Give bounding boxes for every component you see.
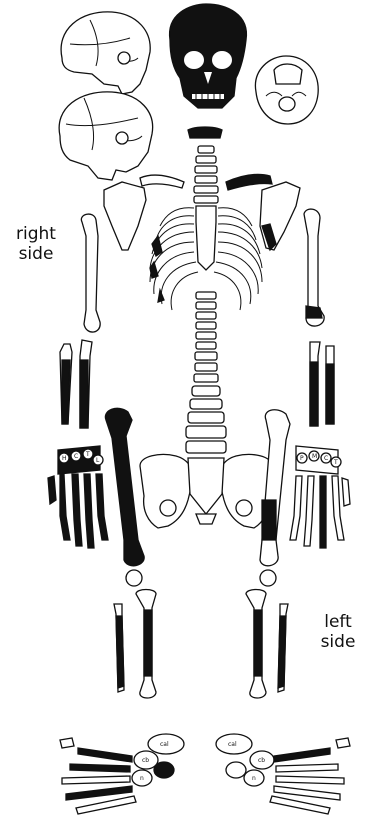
foot-right-label-cb: cb	[142, 757, 149, 764]
skull-lateral-upper	[61, 12, 150, 94]
hand-right-label-t: T	[85, 451, 90, 458]
right-side-label-word2: side	[6, 244, 66, 264]
mandible-fragment	[188, 127, 222, 138]
left-side-label-word1: left	[308, 612, 368, 632]
foot-left-label-cal: cal	[228, 741, 237, 748]
scapula-right	[104, 182, 146, 250]
right-side-label: right side	[6, 224, 66, 264]
hand-right: H C T L	[48, 446, 108, 548]
left-side-label: left side	[308, 612, 368, 652]
clavicle-right	[140, 175, 184, 188]
patella-right	[126, 570, 142, 586]
left-side-label-word2: side	[308, 632, 368, 652]
foot-left-label-n: n	[252, 775, 256, 782]
patella-left	[260, 570, 276, 586]
skull-lateral-lower	[59, 92, 152, 180]
humerus-right	[81, 214, 100, 332]
hand-left-label-c: C	[324, 455, 328, 462]
hand-left-label-t: T	[333, 459, 338, 466]
vertebral-column	[186, 146, 226, 453]
femur-right	[105, 408, 144, 565]
right-side-label-word1: right	[6, 224, 66, 244]
foot-right-label-n: n	[140, 775, 144, 782]
skull-basal	[255, 56, 318, 124]
pelvis	[140, 454, 272, 528]
foot-right-label-cal: cal	[160, 741, 169, 748]
hand-right-label-h: H	[62, 455, 67, 462]
hand-left: P M C T	[290, 446, 350, 548]
clavicle-left	[226, 174, 272, 190]
hand-left-label-p: P	[300, 455, 304, 462]
skull-frontal	[170, 4, 247, 108]
foot-right: cal cb n	[60, 734, 184, 814]
foot-left: cal cb n	[216, 734, 350, 814]
foot-left-label-cb: cb	[258, 757, 265, 764]
hand-left-label-m: M	[312, 453, 317, 460]
hand-right-label-c: C	[74, 453, 78, 460]
